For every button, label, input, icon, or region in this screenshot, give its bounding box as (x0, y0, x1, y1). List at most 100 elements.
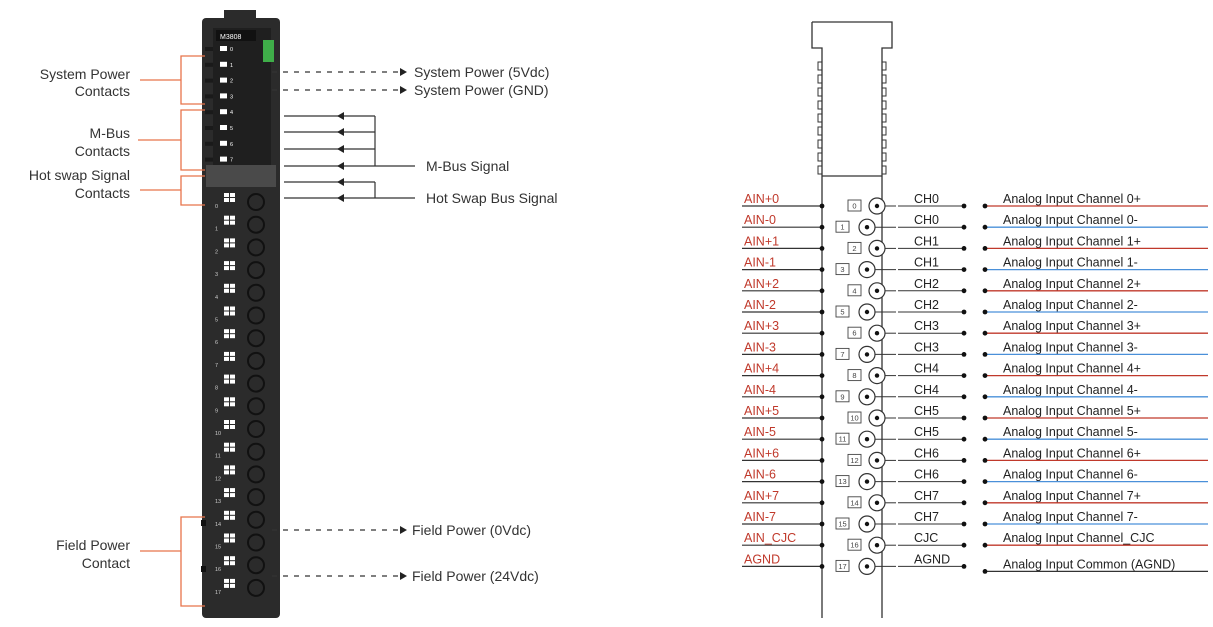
outline-tab-right (881, 113, 887, 123)
outline-tab-left (817, 113, 823, 123)
arrow-field-power-0v (400, 526, 407, 534)
hotswap-contacts-label-2: Contacts (75, 185, 130, 201)
signal-label: AIN-0 (744, 213, 776, 227)
terminal-socket: 14 (215, 510, 265, 529)
description-dot (982, 288, 988, 294)
terminal-number-box (847, 538, 862, 551)
socket-pixel (224, 425, 229, 429)
socket-pixel (230, 306, 235, 311)
field-power-24v-label: Field Power (24Vdc) (412, 568, 539, 584)
description-dot (982, 436, 988, 442)
signal-label: AIN-6 (744, 468, 776, 482)
socket-pixel (230, 583, 235, 588)
socket-pixel (230, 447, 235, 452)
left-labels: System Power Contacts M-Bus Contacts Hot… (29, 66, 131, 571)
socket-pixel (224, 538, 229, 543)
socket-pixel (224, 578, 229, 583)
terminal-number: 15 (838, 520, 846, 529)
channel-dot (961, 203, 967, 209)
socket-pixel (230, 442, 235, 447)
terminal-screw-dot (864, 352, 870, 357)
terminal-number: 16 (215, 567, 221, 573)
terminal-socket: 6 (215, 329, 265, 348)
socket-pixel (230, 470, 235, 475)
bus-pin-number: 6 (230, 142, 233, 148)
socket-pixel (224, 261, 229, 266)
signal-label: AIN-7 (744, 510, 776, 524)
socket-pixel (230, 420, 235, 424)
arrow-mbus-1 (337, 112, 344, 120)
signal-label: AGND (744, 552, 780, 566)
system-power-bracket (140, 55, 205, 105)
description-dot (982, 267, 988, 272)
left-wire-dot (819, 564, 825, 569)
channel-dot (961, 352, 967, 357)
terminal-number: 4 (215, 295, 218, 301)
outline-tab-left (817, 139, 823, 149)
terminal-number: 0 (215, 204, 218, 210)
description-label: Analog Input Channel 2- (1003, 298, 1138, 312)
channel-dot (961, 309, 967, 315)
socket-hole (247, 397, 265, 416)
system-power-gnd-label: System Power (GND) (414, 82, 549, 98)
left-wire-dot (819, 352, 825, 357)
socket-pixel (230, 374, 235, 379)
field-power-0v-label: Field Power (0Vdc) (412, 522, 531, 538)
left-wire-dot (819, 458, 825, 463)
module-signal-arrows (337, 68, 407, 580)
channel-label: CH2 (914, 298, 939, 312)
terminal-screw-dot (864, 225, 870, 230)
module-top-cap (224, 10, 256, 20)
socket-hole (247, 488, 265, 507)
mbus-contacts-label-1: M-Bus (90, 125, 130, 141)
mbus-signal-label: M-Bus Signal (426, 158, 509, 174)
bus-contact-tick (205, 78, 213, 83)
outline-tab-right (881, 139, 887, 149)
terminal-number: 16 (850, 541, 858, 550)
socket-pixel (230, 493, 235, 498)
left-wire-dot (819, 246, 825, 251)
channel-label: CH7 (914, 510, 939, 524)
socket-pixel (230, 488, 235, 493)
terminal-socket: 1 (215, 215, 265, 234)
socket-pixel (224, 198, 229, 202)
socket-pixel (230, 215, 235, 220)
terminal-number: 6 (215, 340, 218, 346)
socket-pixel (230, 425, 235, 429)
outline-tab-right (881, 100, 887, 110)
bus-contact-tick (205, 157, 213, 162)
signal-label: AIN-3 (744, 340, 776, 354)
terminal-number-box (835, 517, 850, 530)
terminal-socket: 8 (215, 374, 265, 393)
terminal-number-box (835, 432, 850, 445)
field-power-contact-label-1: Field Power (56, 537, 130, 553)
description-label: Analog Input Channel 0- (1003, 213, 1138, 227)
socket-pixel (224, 379, 229, 384)
description-dot (982, 203, 988, 209)
socket-pixel (230, 198, 235, 202)
socket-pixel (224, 533, 229, 538)
socket-pixel (230, 283, 235, 288)
signal-label: AIN-1 (744, 256, 776, 270)
terminal-screw-dot (864, 394, 870, 399)
terminal-number-box (847, 199, 862, 212)
bus-contact-tick (205, 94, 213, 99)
channel-dot (961, 394, 967, 400)
terminal-socket: 16 (215, 556, 265, 575)
terminal-number: 7 (840, 350, 844, 359)
description-dot (982, 415, 988, 421)
socket-pixel (224, 397, 229, 402)
left-wire-dot (819, 542, 825, 548)
terminal-screw-dot (864, 309, 870, 315)
socket-hole (247, 238, 265, 257)
field-contact-tick (201, 566, 206, 572)
bus-pin (220, 46, 227, 51)
socket-pixel (224, 420, 229, 424)
channel-label: CJC (914, 531, 938, 545)
socket-hole (247, 283, 265, 302)
